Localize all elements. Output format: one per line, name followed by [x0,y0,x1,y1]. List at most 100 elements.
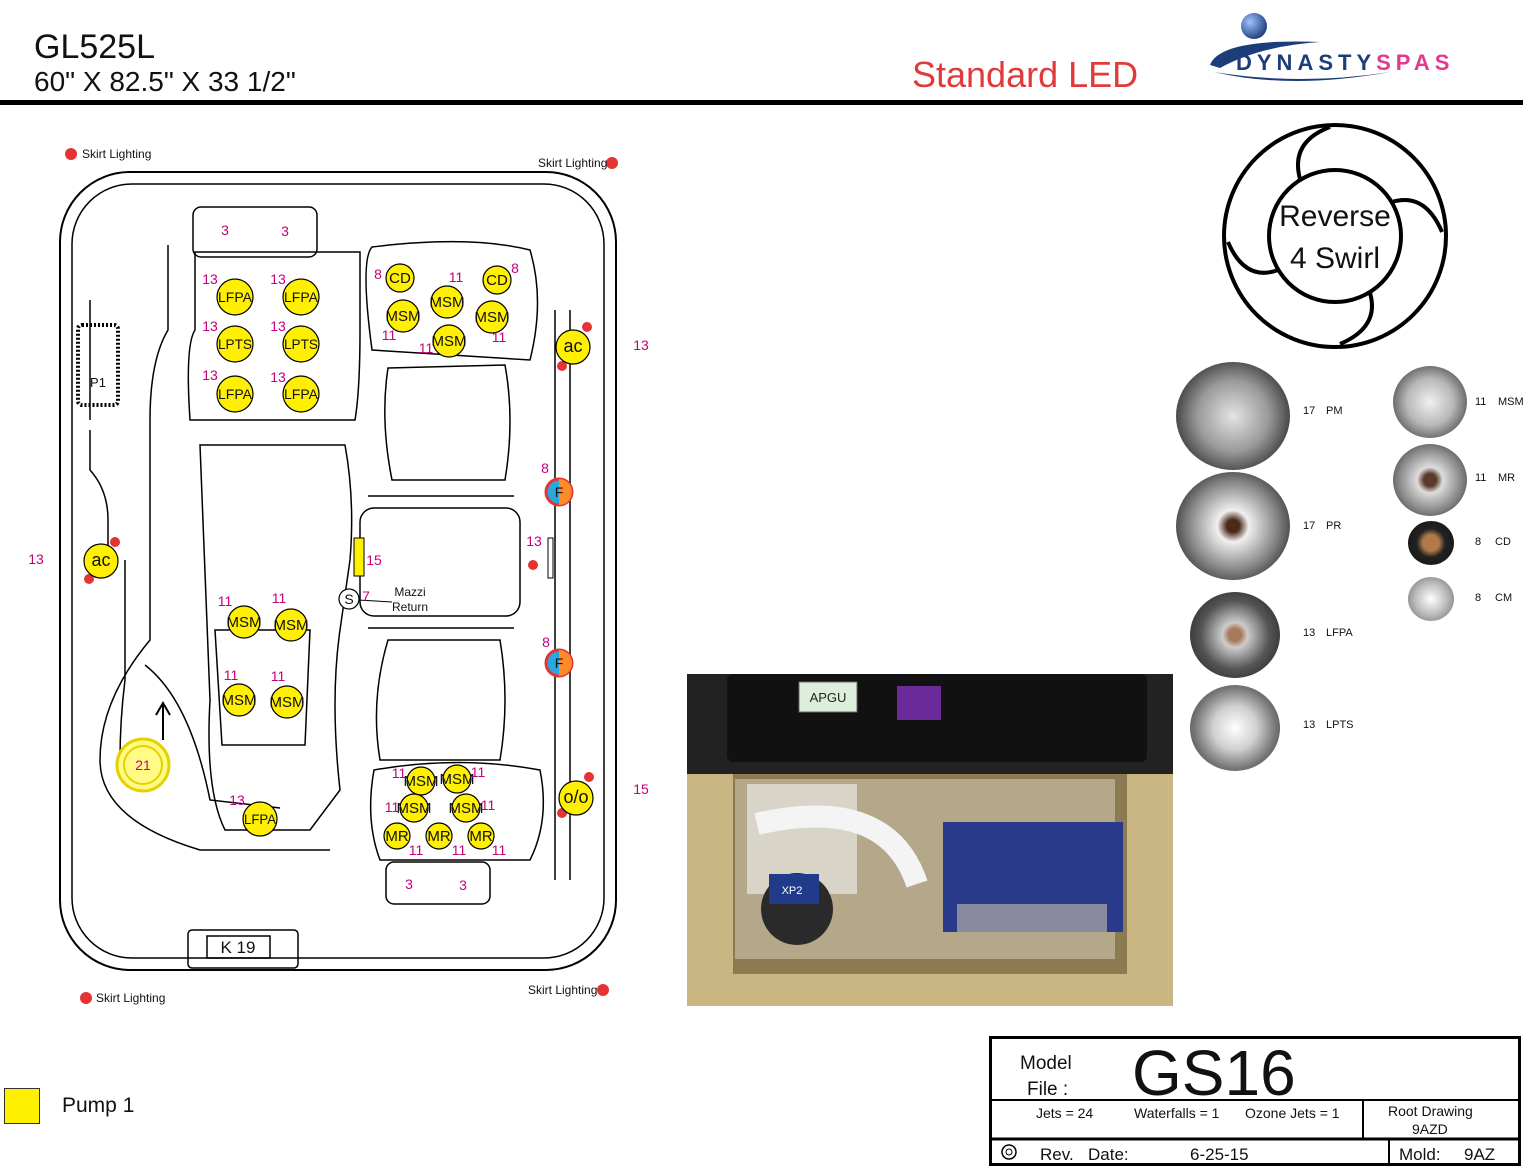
jet-f-marker: F [544,477,574,507]
lfpa-jet-icon [1190,592,1280,678]
waterfalls-count: Waterfalls = 1 [1134,1105,1220,1121]
pump-label: P1 [90,375,106,390]
jet-lfpa-marker: LFPA [216,375,254,413]
model-label: Model [1020,1053,1072,1074]
rev-label: Rev. [1040,1145,1074,1164]
msm-jet-icon [1393,366,1467,438]
jet-code-pm: PM [1326,405,1343,417]
jet-count-number: 13 [229,792,245,808]
jet-msm-marker: MSM [475,300,510,334]
jet-code-lfpa: LFPA [1326,627,1353,639]
side-number: 13 [28,551,44,567]
jet-count-number: 11 [449,269,464,285]
model-name: GL525L [34,28,155,66]
jet-count-number: 7 [362,588,370,604]
jet-count-cm: 8 [1475,592,1482,604]
jet-msm-marker: MSM [449,793,484,823]
jet-count-number: 8 [541,460,549,476]
jet-count-number: 8 [511,260,519,276]
jet-label: MSM [404,773,439,790]
jet-oo-marker: o/o [558,780,594,816]
jet-lfpa-marker: LFPA [282,375,320,413]
jet-count-number: 11 [218,593,233,609]
jet-msm-marker: MSM [404,766,439,796]
jet-ac-marker: ac [83,543,119,579]
jet-count-number: 11 [419,340,434,356]
jet-count-number: 11 [492,329,507,345]
jet-ac-marker: ac [555,329,591,365]
jet-label: ac [91,550,110,570]
mazzi-label: Return [392,600,428,614]
pump1-color-swatch [4,1088,40,1124]
jet-mr-marker: MR [425,822,453,850]
jet-count-number: 11 [409,842,424,858]
jet-msm-marker: MSM [430,285,465,319]
jet-label: ac [563,336,582,356]
jet-count-number: 13 [202,318,218,334]
jet-count-number: 15 [366,552,382,568]
swirl-line1: Reverse [1279,200,1391,233]
logo-word-dynasty: DYNASTY [1236,50,1377,75]
pm-jet-icon [1176,362,1290,470]
cd-jet-icon [1408,521,1454,565]
jet-msm-marker: MSM [440,764,475,794]
jet-code-cd: CD [1495,536,1511,548]
jet-label: MSM [274,617,309,634]
skirt-lighting-label: Skirt Lighting [82,147,151,161]
jet-s-marker: S [338,588,360,610]
jet-label: MSM [432,333,467,350]
jet-mr-marker: MR [467,822,495,850]
jet-label: LFPA [218,386,253,402]
jet-label: MSM [227,614,262,631]
pr-jet-icon [1176,472,1290,580]
keypad-label: K 19 [221,938,256,957]
jet-f-marker: F [544,648,574,678]
jet-count-number: 11 [224,667,239,683]
skirt-lighting-label: Skirt Lighting [538,156,607,170]
jet-label: MSM [430,294,465,311]
spa-shell-outer [59,171,617,971]
jet-count-number: 13 [526,533,542,549]
jet-count-number: 11 [272,590,287,606]
mazzi-label: Mazzi [394,585,425,599]
jet-count-lfpa: 13 [1303,627,1316,639]
jet-label: F [555,655,564,671]
jet-msm-marker: MSM [386,299,421,333]
jet-count-pr: 17 [1303,520,1316,532]
logo-word-spas: SPAS [1376,50,1455,75]
jet-count-number: 3 [221,222,229,238]
jet-label: LFPA [284,289,319,305]
jet-msm-marker: MSM [227,605,262,639]
jet-msm-marker: MSM [222,683,257,717]
jet-code-cm: CM [1495,592,1513,604]
jet-label: S [344,591,353,607]
lighting-type: Standard LED [912,54,1139,95]
side-number: 15 [633,781,649,797]
jet-code-lpts: LPTS [1326,719,1354,731]
jet-code-mr: MR [1498,472,1516,484]
mr-jet-icon [1393,444,1467,516]
skirt-lighting-label: Skirt Lighting [96,991,165,1005]
pump1-legend-label: Pump 1 [62,1094,135,1117]
jet-lfpa-marker: LFPA [282,278,320,316]
mold-label: Mold: [1399,1145,1441,1164]
pump-area [76,323,120,407]
jet-label: MR [469,828,492,845]
equipment-photo: APGU XP2 [687,674,1173,1006]
lpts-jet-icon [1190,685,1280,771]
jet-count-number: 13 [270,318,286,334]
jet-cd-marker: CD [482,265,512,295]
jet-msm-marker: MSM [270,685,305,719]
date-label: Date: [1088,1145,1129,1164]
spa-dimensions: 60" X 82.5" X 33 1/2" [34,66,296,97]
jet-label: MSM [449,800,484,817]
jet-count-number: 3 [459,877,467,893]
jet-label: MSM [440,771,475,788]
jet-count-number: 11 [471,764,486,780]
file-label: File : [1027,1079,1069,1100]
jet-count-number: 11 [452,842,467,858]
jet-count-number: 11 [392,765,407,781]
jet-lpts-marker: LPTS [216,325,254,363]
swirl-line2: 4 Swirl [1290,242,1380,275]
jet-lpts-marker: LPTS [282,325,320,363]
